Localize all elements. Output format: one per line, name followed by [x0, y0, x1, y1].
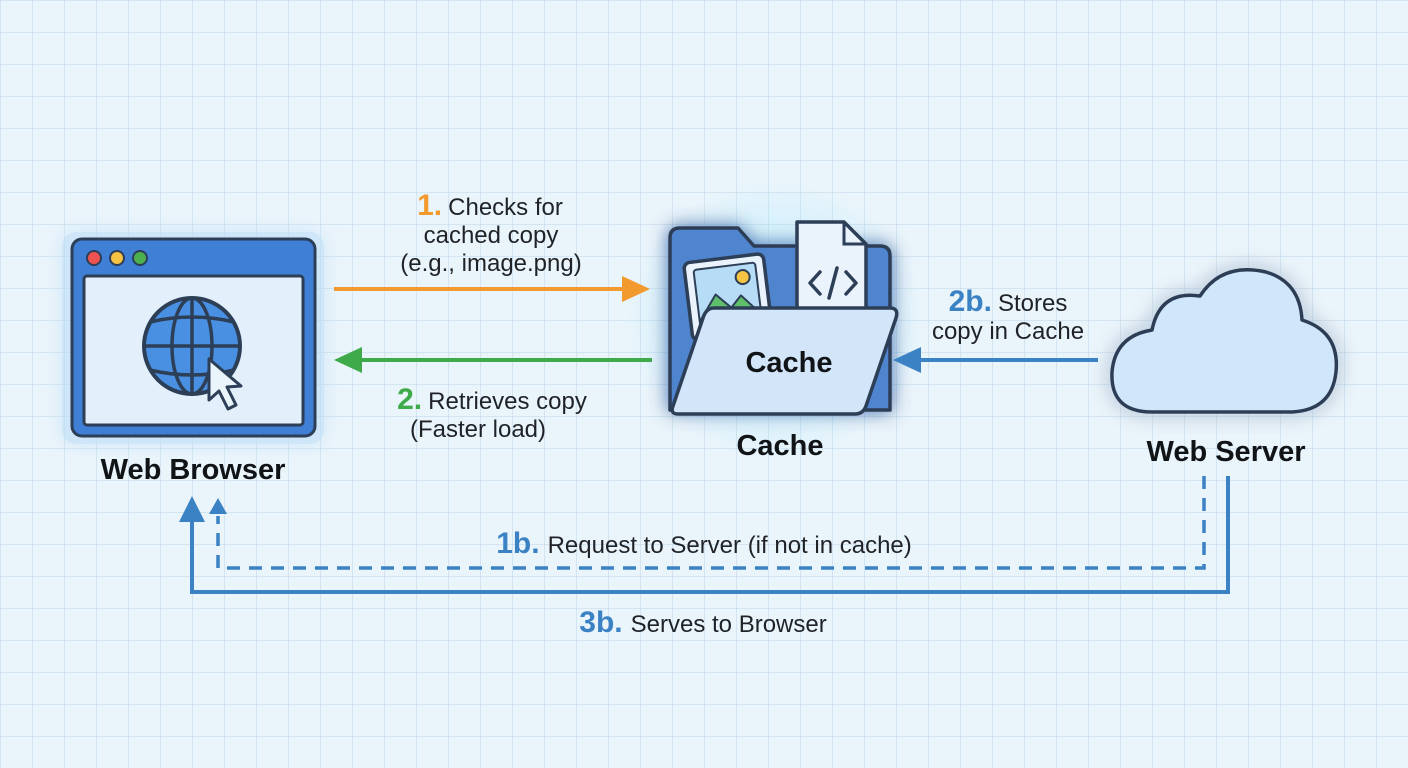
svg-text:1.Checks for: 1.Checks for	[417, 189, 563, 222]
web-server-label: Web Server	[1146, 436, 1305, 468]
arrow-check-cache	[334, 276, 650, 302]
step-store-number: 2b.	[949, 285, 992, 318]
step-check-number: 1.	[417, 189, 442, 222]
code-file-icon	[795, 220, 868, 320]
step-request-label: 1b. Request to Server (if not in cache)	[496, 527, 912, 560]
step-check-label: 1.Checks for cached copy (e.g., image.pn…	[400, 189, 581, 277]
step-check-line-1: Checks for	[448, 194, 563, 221]
step-store-line-1: Stores	[998, 290, 1067, 317]
step-request-text: Request to Server (if not in cache)	[548, 532, 912, 559]
step-retrieve-label: 2.Retrieves copy (Faster load)	[397, 383, 587, 443]
step-check-line-3: (e.g., image.png)	[400, 250, 581, 277]
svg-text:1b.Request to Server (if not i: 1b. Request to Server (if not in cache)	[496, 527, 912, 560]
step-retrieve-line-1: Retrieves copy	[428, 388, 587, 415]
arrow-request-to-server	[209, 476, 1206, 570]
arrow-serve-to-browser	[179, 476, 1230, 594]
cache-label: Cache	[736, 430, 823, 462]
step-serve-text: Serves to Browser	[631, 611, 827, 638]
cache-node: Cache Cache	[625, 180, 925, 462]
web-browser-label: Web Browser	[101, 454, 286, 486]
cursor-icon	[207, 357, 243, 411]
step-retrieve-line-2: (Faster load)	[410, 416, 546, 443]
folder-front: Cache	[670, 306, 899, 416]
svg-text:3b.Serves to Browser: 3b. Serves to Browser	[579, 606, 826, 639]
step-store-line-2: copy in Cache	[932, 318, 1084, 345]
arrow-retrieve-copy	[334, 347, 652, 373]
step-serve-number: 3b.	[579, 606, 622, 639]
web-browser-node: Web Browser	[62, 232, 324, 486]
svg-text:2b.Stores: 2b.Stores	[949, 285, 1068, 318]
step-serve-label: 3b. Serves to Browser	[579, 606, 826, 639]
web-server-node: Web Server	[1110, 267, 1339, 468]
svg-text:2.Retrieves copy: 2.Retrieves copy	[397, 383, 587, 416]
step-store-label: 2b.Stores copy in Cache	[932, 285, 1084, 345]
arrow-store-in-cache	[893, 347, 1098, 373]
step-request-number: 1b.	[496, 527, 539, 560]
cache-folder-label: Cache	[745, 347, 832, 379]
step-check-line-2: cached copy	[424, 222, 559, 249]
cloud-icon	[1110, 267, 1339, 414]
step-retrieve-number: 2.	[397, 383, 422, 416]
